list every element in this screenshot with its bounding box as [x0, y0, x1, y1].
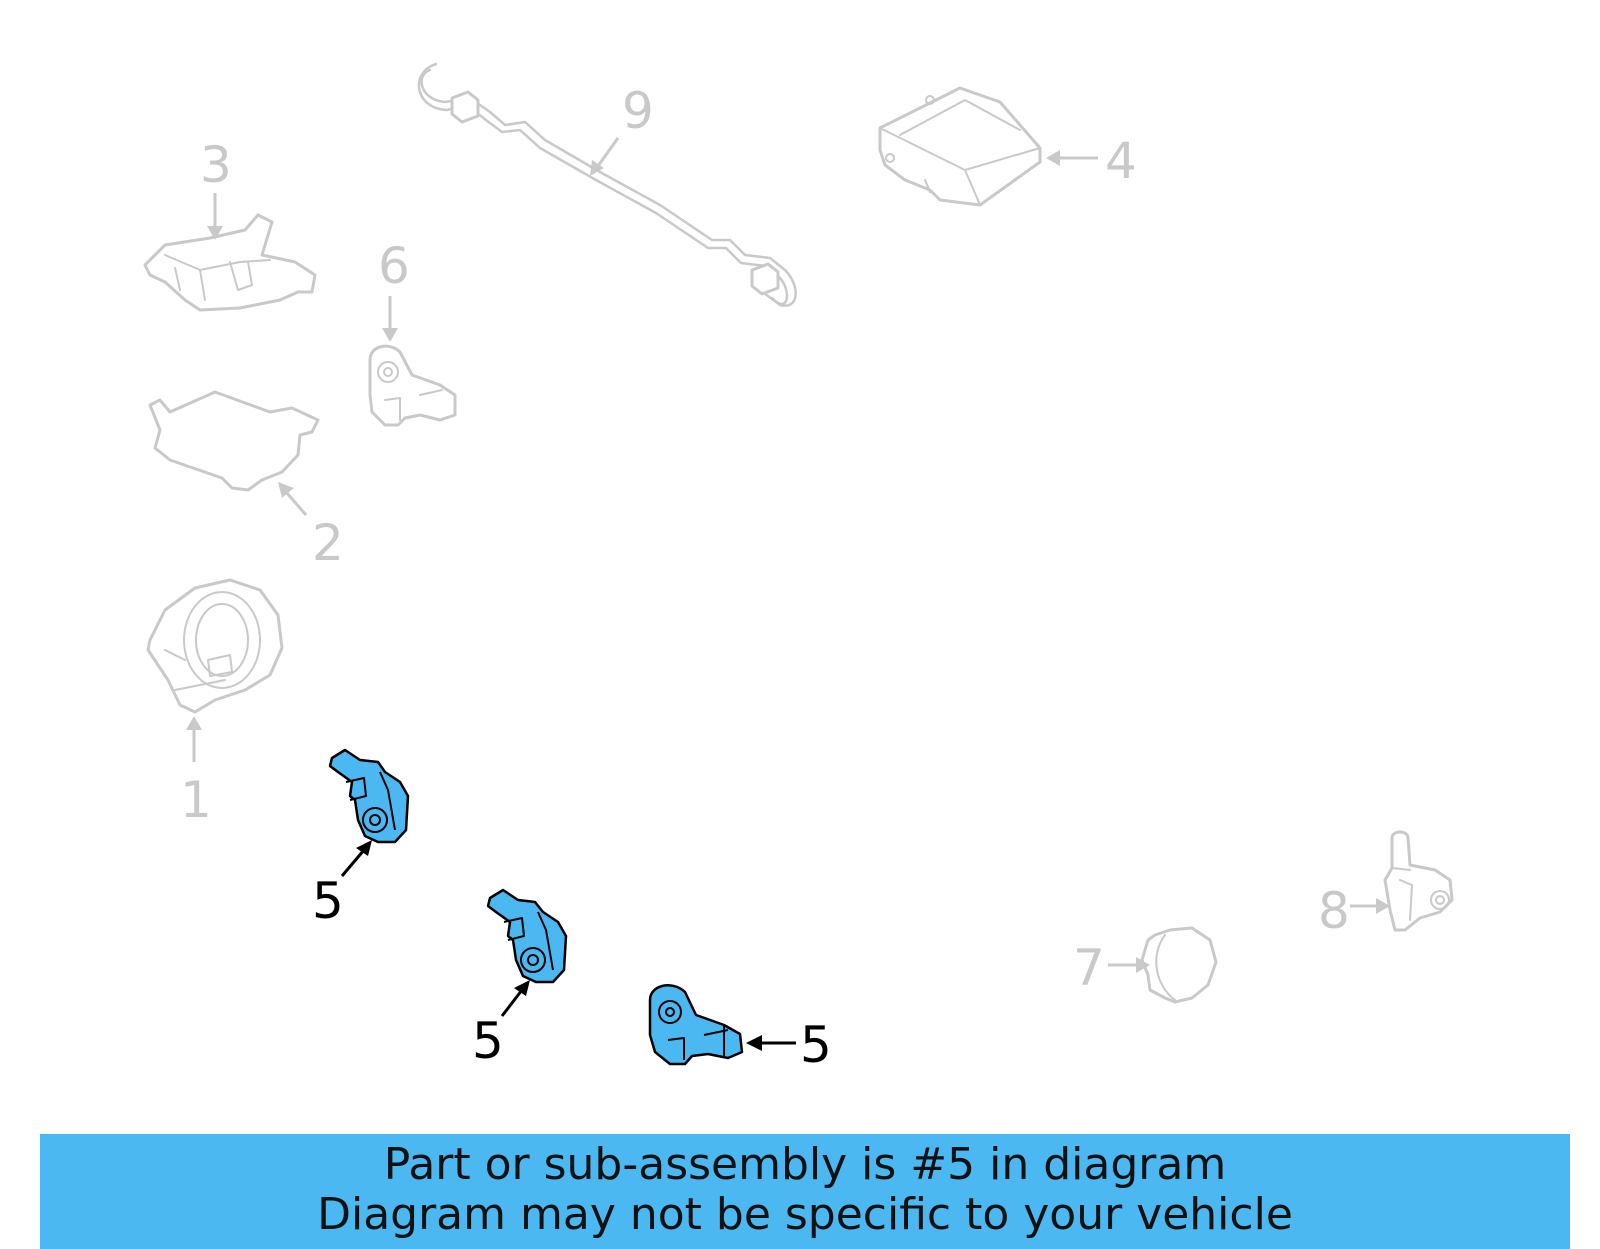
svg-text:5: 5 — [312, 872, 344, 930]
svg-text:1: 1 — [180, 771, 212, 829]
part-4-control-module — [878, 86, 1042, 207]
part-2-cover — [148, 390, 320, 492]
callout-2: 2 — [278, 482, 344, 572]
part-9-wire-harness — [417, 62, 797, 307]
callout-6: 6 — [378, 237, 410, 342]
part-7-sensor — [1140, 926, 1218, 1004]
svg-text:2: 2 — [312, 514, 344, 572]
part-5-sensor-c — [648, 984, 744, 1066]
svg-text:3: 3 — [200, 136, 232, 194]
callout-3: 3 — [200, 136, 232, 240]
part-3-bracket — [143, 213, 317, 312]
banner-line-1: Part or sub-assembly is #5 in diagram — [383, 1139, 1227, 1190]
svg-text:4: 4 — [1105, 132, 1137, 190]
callout-7: 7 — [1073, 939, 1150, 997]
banner-line-2: Diagram may not be specific to your vehi… — [317, 1189, 1293, 1240]
part-5-sensor-b — [486, 888, 568, 984]
callout-5a: 5 — [312, 840, 372, 930]
callout-5b: 5 — [472, 980, 530, 1070]
part-6-sensor — [368, 344, 457, 427]
callout-8: 8 — [1318, 882, 1390, 940]
svg-text:6: 6 — [378, 237, 410, 295]
svg-text:5: 5 — [800, 1016, 832, 1074]
svg-text:8: 8 — [1318, 882, 1350, 940]
part-1-clock-spring — [146, 578, 284, 714]
part-8-sensor — [1383, 830, 1454, 932]
part-5-sensor-a — [328, 748, 410, 844]
callout-4: 4 — [1046, 132, 1137, 190]
svg-text:9: 9 — [622, 82, 654, 140]
svg-text:7: 7 — [1073, 939, 1105, 997]
info-banner-bg — [40, 1134, 1570, 1249]
callout-1: 1 — [180, 716, 212, 829]
callout-5c: 5 — [746, 1016, 832, 1074]
svg-text:5: 5 — [472, 1012, 504, 1070]
info-banner: Part or sub-assembly is #5 in diagram Di… — [40, 1134, 1570, 1249]
callout-9: 9 — [590, 82, 654, 176]
